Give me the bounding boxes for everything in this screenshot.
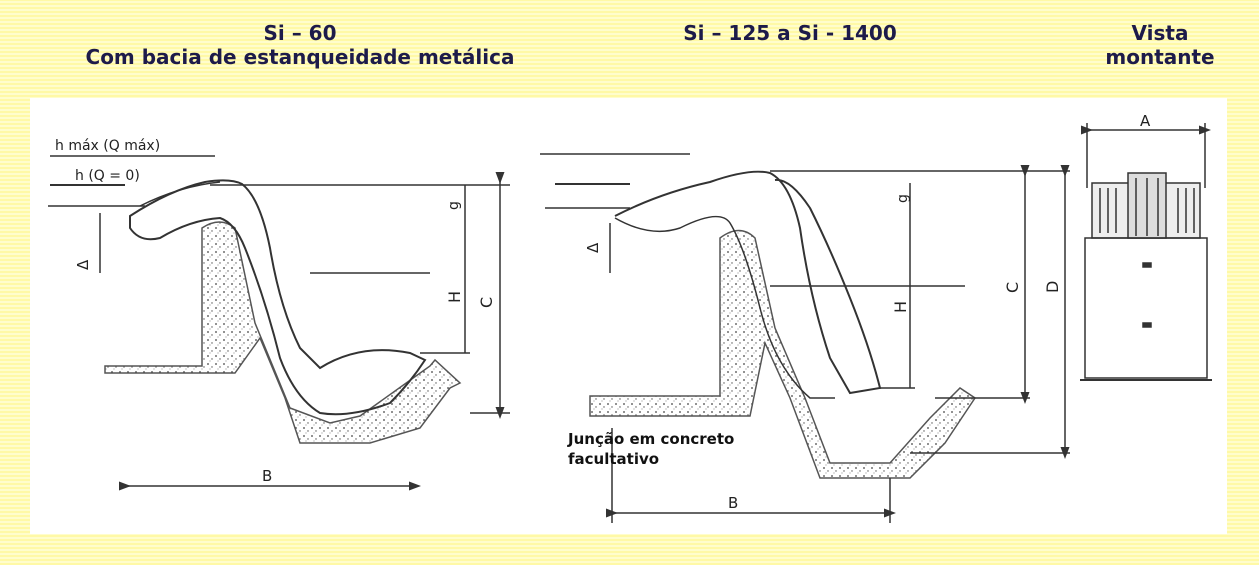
label-D-mid: D — [1043, 281, 1062, 293]
label-C-mid: C — [1003, 282, 1022, 293]
heading-vista-line1: Vista — [1131, 21, 1189, 45]
si125-siphon — [614, 170, 882, 395]
junction-note-line2: facultativo — [568, 450, 660, 468]
label-B-left: B — [262, 467, 272, 485]
heading-si60-line1: Si – 60 — [263, 21, 337, 45]
heading-si125: Si – 125 a Si - 1400 — [620, 21, 960, 45]
heading-vista-montante: Vista montante — [1070, 21, 1250, 69]
heading-si125-line1: Si – 125 a Si - 1400 — [683, 21, 897, 45]
si125-ground — [589, 229, 977, 479]
vista-body — [1084, 237, 1208, 379]
label-delta-mid: Δ — [584, 242, 602, 253]
label-A: A — [1140, 112, 1151, 130]
label-h0: h (Q = 0) — [75, 168, 140, 184]
diagram-si125 — [540, 153, 1070, 523]
si60-ground — [104, 221, 462, 444]
junction-note-line1: Junção em concreto — [568, 430, 735, 448]
diagram-svg: h máx (Q máx) h (Q = 0) g Δ H C B — [48, 112, 1212, 523]
label-hmax: h máx (Q máx) — [55, 138, 160, 154]
label-g-mid: g — [895, 194, 911, 203]
heading-vista-line2: montante — [1105, 45, 1215, 69]
label-H-mid: H — [891, 301, 910, 313]
label-C-left: C — [477, 297, 496, 308]
diagram-si60 — [48, 155, 510, 491]
si60-siphon — [129, 179, 427, 416]
label-H-left: H — [445, 291, 464, 303]
diagram-vista — [1080, 123, 1212, 381]
diagram-panel: h máx (Q máx) h (Q = 0) g Δ H C B — [30, 98, 1227, 534]
junction-note: Junção em concreto facultativo — [568, 429, 828, 469]
label-g-left: g — [446, 201, 462, 210]
label-delta-left: Δ — [74, 259, 92, 270]
label-B-mid: B — [728, 494, 738, 512]
heading-si60: Si – 60 Com bacia de estanqueidade metál… — [40, 21, 560, 69]
heading-si60-line2: Com bacia de estanqueidade metálica — [85, 45, 515, 69]
